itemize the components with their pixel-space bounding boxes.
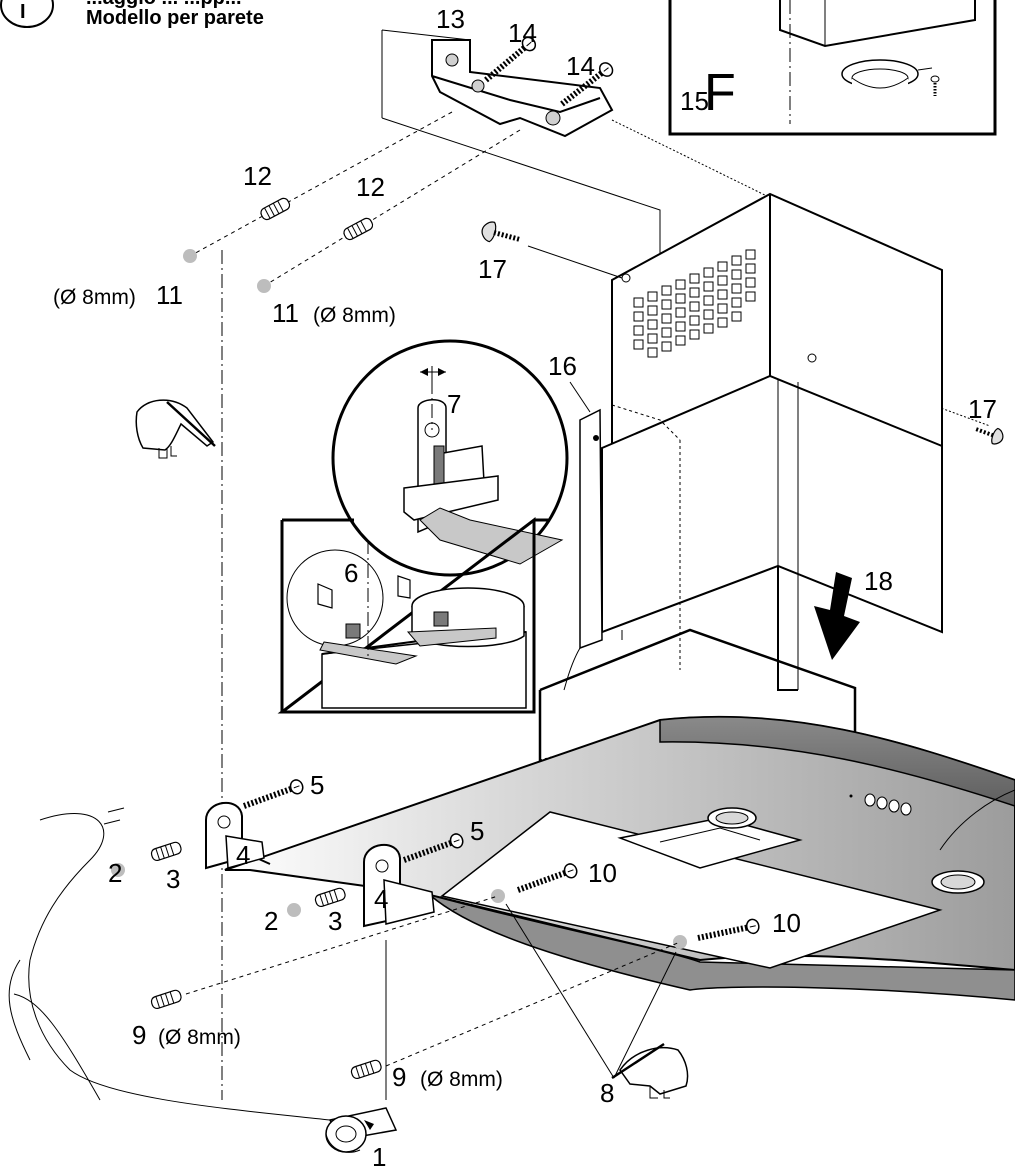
- callout-18: 18: [864, 566, 893, 596]
- callout-17a: 17: [478, 254, 507, 284]
- step-header: I ...aggio ... ...pp... Modello per pare…: [0, 0, 264, 29]
- callout-9b: 9: [392, 1062, 406, 1092]
- callout-3a: 3: [166, 864, 180, 894]
- inset-f: 15 F: [668, 0, 997, 136]
- control-buttons: [849, 793, 912, 816]
- tape-measure-icon: 1: [8, 807, 398, 1170]
- callout-13: 13: [436, 4, 465, 34]
- callout-10a: 10: [588, 858, 617, 888]
- step-letter: I: [20, 1, 26, 23]
- inset-number: 15: [680, 86, 709, 116]
- callout-12b: 12: [356, 172, 385, 202]
- callout-6: 6: [344, 558, 358, 588]
- pencil-hand-icon: [611, 1042, 689, 1099]
- callout-17b: 17: [968, 394, 997, 424]
- callout-2a: 2: [108, 858, 122, 888]
- dim-11b: (Ø 8mm): [313, 304, 396, 327]
- callout-8-group: 8: [505, 903, 677, 1108]
- callout-12a: 12: [243, 161, 272, 191]
- callout-8: 8: [600, 1078, 614, 1108]
- chimney: 16: [548, 192, 943, 691]
- callout-5a: 5: [310, 770, 324, 800]
- callout-14b: 14: [566, 51, 595, 81]
- wall-bracket-left: 4 5 3 2: [108, 770, 324, 894]
- callout-16: 16: [548, 351, 577, 381]
- callout-2b: 2: [264, 906, 278, 936]
- callout-4b: 4: [374, 884, 388, 914]
- drill-holes-11: (Ø 8mm) 11 11 (Ø 8mm): [53, 249, 396, 328]
- callout-14a: 14: [508, 18, 537, 48]
- caption-line-2: Modello per parete: [86, 7, 264, 29]
- callout-1: 1: [372, 1142, 386, 1170]
- callout-4a: 4: [236, 840, 250, 870]
- down-arrow-icon: 18: [814, 566, 893, 660]
- callout-11b: 11: [272, 298, 299, 328]
- callout-7: 7: [447, 389, 461, 419]
- inset-letter: F: [704, 64, 736, 122]
- dim-11a: (Ø 8mm): [53, 286, 136, 309]
- wall-bracket-right: 4 5 3 2: [264, 816, 484, 936]
- callout-5b: 5: [470, 816, 484, 846]
- upper-bracket: 13 14 14: [381, 4, 615, 138]
- detail-box-6: 6: [277, 516, 548, 714]
- wall-plugs-9: 9 (Ø 8mm) 9 (Ø 8mm): [132, 895, 681, 1092]
- dim-9a: (Ø 8mm): [158, 1026, 241, 1049]
- detail-circle-7: 7: [331, 339, 569, 577]
- screws-10: 10 10: [516, 858, 801, 945]
- wall-plugs-12: 12 12: [243, 161, 385, 242]
- callout-10b: 10: [772, 908, 801, 938]
- step-badge: [0, 0, 54, 28]
- callout-3b: 3: [328, 906, 342, 936]
- dim-9b: (Ø 8mm): [420, 1068, 503, 1091]
- caption-line-1: ...aggio ... ...pp...: [86, 0, 242, 9]
- callout-9a: 9: [132, 1020, 146, 1050]
- hood-body: [224, 628, 1015, 1001]
- pencil-hand-icon: [135, 399, 216, 459]
- screws-17: 17 17: [478, 221, 1004, 445]
- callout-11a: 11: [156, 280, 183, 310]
